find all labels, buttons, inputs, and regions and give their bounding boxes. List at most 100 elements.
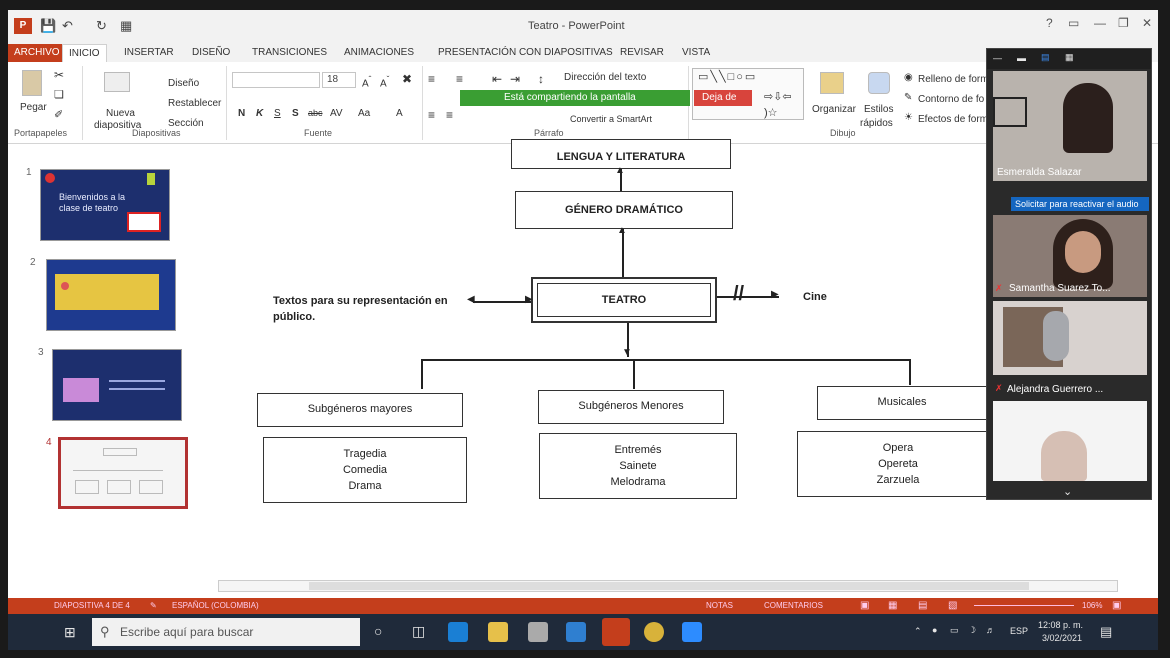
box-major-items[interactable]: Tragedia Comedia Drama — [263, 437, 467, 503]
shrink-font-icon[interactable]: Aˇ — [380, 74, 390, 90]
slide-thumbnail-3[interactable] — [52, 349, 182, 421]
pen-icon[interactable]: ✎ — [904, 92, 913, 103]
participant-tile[interactable]: Esmeralda Salazar — [993, 71, 1147, 181]
notifications-icon[interactable]: ▤ — [1100, 624, 1113, 639]
underline-button[interactable]: S — [274, 108, 281, 119]
arrange-icon[interactable] — [820, 72, 844, 94]
effects-icon[interactable]: ☀ — [904, 112, 913, 123]
save-icon[interactable]: 💾 — [40, 18, 57, 33]
tab-presentacion[interactable]: PRESENTACIÓN CON DIAPOSITIVAS — [438, 47, 613, 58]
sorter-view-icon[interactable]: ▦ — [888, 600, 898, 611]
bold-button[interactable]: N — [238, 108, 246, 119]
tab-archivo[interactable]: ARCHIVO — [8, 44, 66, 62]
decrease-indent-icon[interactable]: ⇤ — [492, 72, 503, 86]
participant-tile[interactable]: Samantha Suarez To... ✗ — [993, 215, 1147, 297]
cortana-icon[interactable]: ○ — [374, 623, 383, 639]
spell-icon[interactable]: ✎ — [150, 601, 157, 610]
slide[interactable]: LENGUA Y LITERATURA ▲ GÉNERO DRAMÁTICO ▲… — [193, 139, 1123, 587]
line-spacing-icon[interactable]: ↕ — [538, 72, 544, 86]
numbering-icon[interactable]: ≡ — [456, 72, 464, 86]
help-icon[interactable]: ? — [1046, 16, 1053, 30]
notes-button[interactable]: NOTAS — [706, 601, 733, 610]
clock-date[interactable]: 3/02/2021 — [1042, 633, 1083, 643]
input-language[interactable]: ESP — [1010, 626, 1029, 636]
zoom-slider[interactable] — [974, 605, 1074, 606]
font-size-combo[interactable]: 18 — [322, 72, 356, 88]
powerpoint-taskbar-icon[interactable] — [602, 618, 630, 646]
language-label[interactable]: ESPAÑOL (COLOMBIA) — [172, 601, 259, 610]
tray-chevron-icon[interactable]: ⌃ — [914, 626, 922, 636]
strikethrough-button[interactable]: abc — [308, 108, 323, 118]
box-subgeneros-mayores[interactable]: Subgéneros mayores — [257, 393, 463, 427]
font-color-icon[interactable]: A — [396, 108, 403, 119]
collapse-icon[interactable]: ▬ — [1017, 53, 1026, 63]
windows-start-icon[interactable]: ⊞ — [64, 624, 76, 640]
normal-view-icon[interactable]: ▣ — [860, 600, 870, 611]
align-center-icon[interactable]: ≡ — [446, 108, 454, 122]
new-slide-button[interactable]: Nueva — [106, 108, 135, 119]
presenter-icon[interactable]: ▦ — [120, 18, 133, 33]
maximize-icon[interactable]: ❐ — [1118, 16, 1129, 30]
file-explorer-icon[interactable] — [488, 622, 508, 642]
change-case-icon[interactable]: Aa — [358, 108, 371, 119]
tab-insertar[interactable]: INSERTAR — [124, 47, 174, 58]
tab-inicio[interactable]: INICIO — [62, 44, 107, 62]
cut-icon[interactable]: ✂ — [54, 68, 65, 82]
battery-icon[interactable]: ▭ — [950, 625, 959, 635]
font-name-combo[interactable] — [232, 72, 320, 88]
shape-effects-button[interactable]: Efectos de form — [918, 114, 989, 125]
quick-styles-button[interactable]: Estilos — [864, 104, 894, 115]
copy-icon[interactable]: ❏ — [54, 89, 64, 101]
zoom-icon[interactable] — [682, 622, 702, 642]
fit-slide-icon[interactable]: ▣ — [1112, 600, 1122, 611]
quick-styles-icon[interactable] — [868, 72, 890, 94]
minimize-icon[interactable]: — — [993, 53, 1002, 63]
mail-icon[interactable] — [566, 622, 586, 642]
slideshow-icon[interactable]: ▧ — [948, 600, 958, 611]
task-view-icon[interactable]: ◫ — [412, 623, 426, 639]
bullets-icon[interactable]: ≡ — [428, 72, 436, 86]
text-direction-button[interactable]: Dirección del texto — [564, 72, 647, 83]
box-teatro-outer[interactable]: TEATRO — [531, 277, 717, 323]
tab-animaciones[interactable]: ANIMACIONES — [344, 47, 415, 58]
paste-button[interactable]: Pegar — [20, 102, 47, 113]
arrange-button[interactable]: Organizar — [812, 104, 856, 115]
new-slide-button-2[interactable]: diapositiva — [94, 120, 142, 131]
reset-button[interactable]: Restablecer — [168, 98, 222, 109]
box-subgeneros-menores[interactable]: Subgéneros Menores — [538, 390, 724, 424]
comments-button[interactable]: COMENTARIOS — [764, 601, 823, 610]
volume-icon[interactable]: ♬ — [986, 625, 995, 635]
gallery-view-icon[interactable]: ▦ — [1065, 52, 1074, 62]
grow-font-icon[interactable]: Aˆ — [362, 74, 372, 90]
convert-smartart-button[interactable]: Convertir a SmartArt — [570, 114, 653, 124]
zoom-level[interactable]: 106% — [1082, 601, 1103, 610]
quick-styles-button-2[interactable]: rápidos — [860, 118, 893, 129]
new-slide-icon[interactable] — [104, 72, 130, 92]
wifi-icon[interactable]: ☽ — [968, 625, 977, 635]
box-minor-items[interactable]: Entremés Sainete Melodrama — [539, 433, 737, 499]
edge-icon[interactable] — [448, 622, 468, 642]
slide-thumbnail-4[interactable] — [58, 437, 188, 509]
chrome-icon[interactable] — [644, 622, 664, 642]
clear-format-icon[interactable]: ✖ — [402, 72, 413, 86]
speaker-view-icon[interactable]: ▤ — [1041, 52, 1050, 62]
request-unmute-banner[interactable]: Solicitar para reactivar el audio — [1011, 197, 1149, 211]
ribbon-options-icon[interactable]: ▭ — [1068, 16, 1080, 30]
box-musical-items[interactable]: Opera Opereta Zarzuela — [797, 431, 999, 497]
minimize-icon[interactable]: — — [1094, 16, 1106, 30]
participant-tile[interactable] — [993, 401, 1147, 481]
reading-view-icon[interactable]: ▤ — [918, 600, 928, 611]
format-painter-icon[interactable]: ✐ — [54, 109, 64, 121]
clock-time[interactable]: 12:08 p. m. — [1038, 620, 1084, 630]
undo-icon[interactable]: ↶ — [62, 18, 73, 33]
close-icon[interactable]: ✕ — [1142, 16, 1153, 30]
slide-thumbnail-1[interactable]: Bienvenidos a la clase de teatro — [40, 169, 170, 241]
mic-icon[interactable]: ● — [932, 625, 938, 635]
paste-icon[interactable] — [22, 70, 42, 96]
stop-share-button[interactable]: Deja de — [694, 90, 752, 106]
tab-revisar[interactable]: REVISAR — [620, 47, 664, 58]
box-lengua-literatura[interactable]: LENGUA Y LITERATURA — [511, 139, 731, 169]
store-icon[interactable] — [528, 622, 548, 642]
layout-button[interactable]: Diseño — [168, 78, 200, 89]
horizontal-scrollbar[interactable] — [218, 580, 1118, 592]
